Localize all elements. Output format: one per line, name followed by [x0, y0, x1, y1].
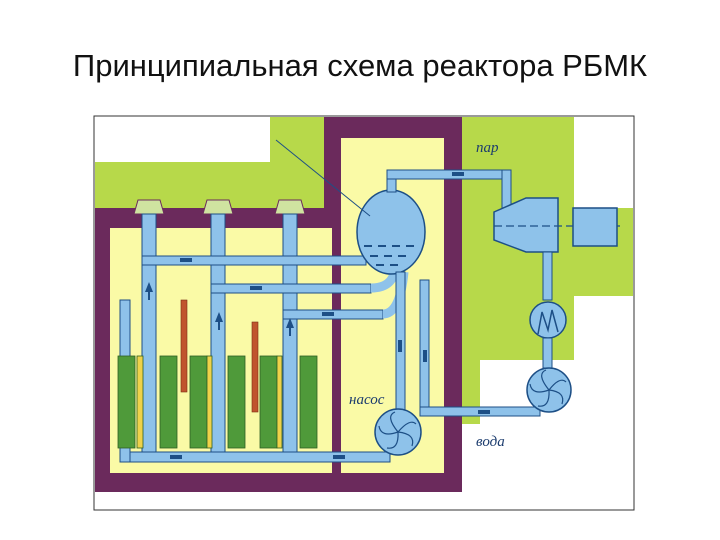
bottom-header — [119, 451, 391, 463]
steam-line — [386, 169, 512, 213]
arrow-up-1 — [145, 282, 153, 292]
arrow-up-2 — [215, 312, 223, 322]
upper-pipe-1 — [141, 255, 367, 266]
separator-drum — [356, 189, 426, 275]
valve-mark-9 — [423, 350, 427, 362]
condenser-outlet — [542, 337, 553, 369]
control-rod-2 — [251, 321, 259, 413]
label-pump: насос — [349, 392, 385, 408]
fuel-block-4 — [227, 355, 246, 449]
fuel-block-1 — [117, 355, 136, 449]
channel-2 — [210, 213, 226, 459]
valve-mark-5 — [333, 455, 345, 459]
channel-cap-3 — [274, 199, 306, 215]
condenser-coil — [537, 309, 559, 335]
channel-cap-2 — [202, 199, 234, 215]
valve-mark-3 — [322, 312, 334, 316]
condenser — [529, 301, 567, 339]
valve-mark-2 — [250, 286, 262, 290]
flow-arrows — [145, 172, 490, 459]
generator — [572, 207, 618, 247]
circulation-pump-vanes — [378, 411, 417, 449]
channel-1 — [141, 213, 157, 459]
drum-water-level — [364, 245, 414, 266]
fuel-gap-2 — [206, 355, 213, 449]
fuel-block-2 — [159, 355, 178, 449]
fuel-assemblies — [117, 355, 318, 449]
channel-cap-1 — [133, 199, 165, 215]
steam-horizontal — [386, 169, 512, 180]
valve-mark-4 — [170, 455, 182, 459]
fuel-block-5 — [259, 355, 278, 449]
label-steam: пар — [476, 140, 499, 156]
valve-mark-8 — [398, 340, 402, 352]
downcomer-right — [419, 279, 430, 416]
fuel-gap-3 — [276, 355, 283, 449]
fuel-block-3 — [189, 355, 208, 449]
fuel-gap-1 — [136, 355, 144, 449]
leader-line — [275, 139, 371, 217]
turbine — [493, 197, 559, 253]
coolant-channels — [141, 213, 298, 459]
feed-pump-vanes — [529, 369, 567, 407]
slide-title: Принципиальная схема реактора РБМК — [72, 48, 648, 83]
fuel-block-6 — [299, 355, 318, 449]
upper-pipe-2 — [210, 283, 372, 294]
valve-mark-1 — [180, 258, 192, 262]
label-water: вода — [476, 434, 505, 450]
valve-mark-6 — [452, 172, 464, 176]
condenser-pipe — [542, 251, 553, 301]
arrow-up-3 — [286, 318, 294, 328]
control-rod-1 — [180, 299, 188, 393]
valve-mark-7 — [478, 410, 490, 414]
